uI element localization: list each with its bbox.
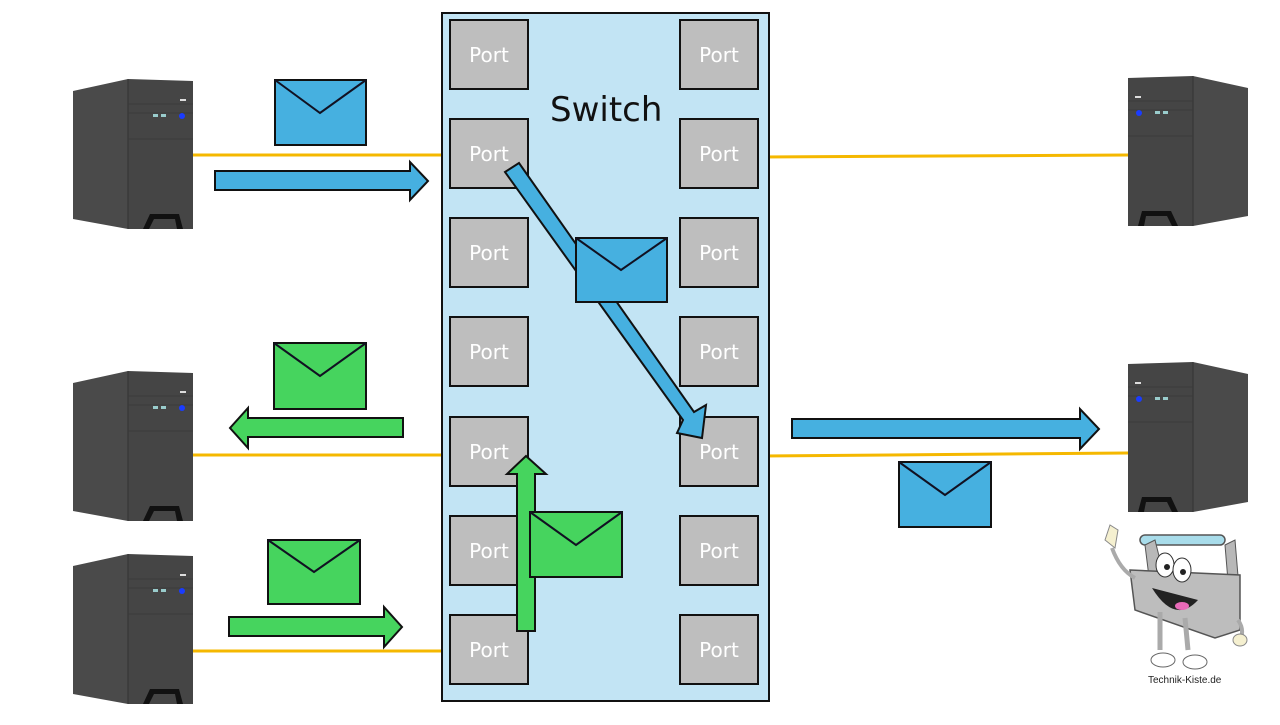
envelope-icon xyxy=(529,511,623,578)
envelope-icon xyxy=(273,342,367,410)
arrow-right-icon xyxy=(214,159,430,203)
switch-title: Switch xyxy=(550,90,663,130)
arrow-left-icon xyxy=(228,405,404,451)
envelope-icon xyxy=(898,461,992,528)
arrow-right-icon xyxy=(791,406,1101,452)
port-right-1: Port xyxy=(679,19,759,90)
port-right-7: Port xyxy=(679,614,759,685)
envelope-icon xyxy=(274,79,367,146)
port-left-2: Port xyxy=(449,118,529,189)
port-right-3: Port xyxy=(679,217,759,288)
port-left-7: Port xyxy=(449,614,529,685)
arrow-up-icon xyxy=(504,454,549,632)
port-right-2: Port xyxy=(679,118,759,189)
envelope-icon xyxy=(575,237,668,303)
port-left-1: Port xyxy=(449,19,529,90)
mascot-toolbox-icon xyxy=(1104,524,1248,670)
arrow-right-icon xyxy=(228,604,404,650)
port-left-4: Port xyxy=(449,316,529,387)
envelope-icon xyxy=(267,539,361,605)
port-left-6: Port xyxy=(449,515,529,586)
cables xyxy=(193,153,1129,653)
brand-text: Technik-Kiste.de xyxy=(1148,675,1222,686)
cable-right-top xyxy=(761,153,1129,159)
cable-right-bottom xyxy=(761,451,1129,458)
port-left-5: Port xyxy=(449,416,529,487)
port-right-6: Port xyxy=(679,515,759,586)
port-right-4: Port xyxy=(679,316,759,387)
port-left-3: Port xyxy=(449,217,529,288)
